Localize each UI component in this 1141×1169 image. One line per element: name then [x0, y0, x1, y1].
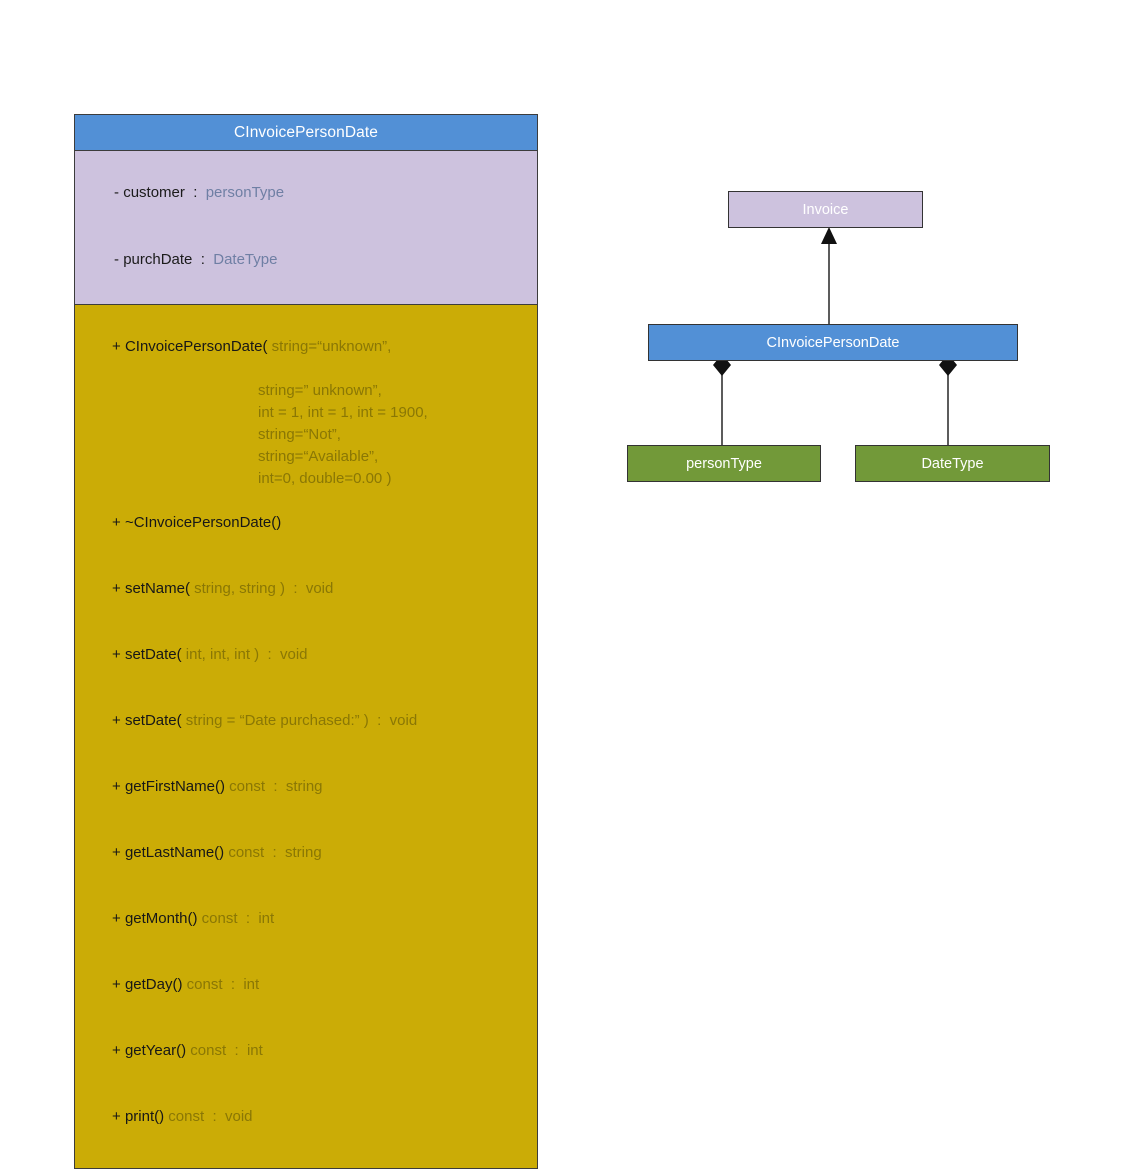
method-params: const : string: [224, 778, 323, 795]
method-signature: + ~CInvoicePersonDate(): [112, 514, 282, 531]
method-params: const : int: [197, 910, 275, 927]
method-params: int, int, int ) : void: [181, 646, 308, 663]
method-row: + setDate( string = “Date purchased:” ) …: [87, 688, 537, 754]
method-continuation: string=“Available”,: [258, 448, 379, 465]
attribute-row: - customer : personType: [89, 159, 537, 227]
method-row: + getYear() const : int: [87, 1018, 537, 1084]
node-cinvoicepersondate: CInvoicePersonDate: [648, 324, 1018, 361]
attribute-separator: :: [184, 183, 206, 201]
attribute-separator: :: [192, 251, 214, 268]
method-row: + getDay() const : int: [87, 952, 537, 1018]
method-signature: + getFirstName(): [112, 778, 225, 795]
generalization-arrowhead-icon: [821, 227, 837, 244]
method-signature: + setName(: [112, 580, 190, 597]
method-params: const : void: [164, 1108, 253, 1125]
method-params: const : string: [224, 844, 322, 861]
method-signature: + getDay(): [112, 976, 183, 993]
method-signature: + CInvoicePersonDate(: [112, 338, 268, 355]
method-row: + ~CInvoicePersonDate(): [87, 490, 537, 556]
method-continuation: int = 1, int = 1, int = 1900,: [258, 404, 428, 421]
method-continuation: string=“Not”,: [258, 426, 341, 443]
method-continuation: int=0, double=0.00 ): [258, 470, 392, 487]
attribute-name: customer: [123, 183, 185, 201]
method-row: + setDate( int, int, int ) : void: [87, 622, 537, 688]
node-persontype: personType: [627, 445, 821, 482]
attribute-type: personType: [205, 183, 285, 201]
method-signature: + setDate(: [112, 712, 182, 729]
method-signature: + getLastName(): [112, 844, 225, 861]
class-attributes-compartment: - customer : personType - purchDate : Da…: [75, 151, 537, 305]
method-continuation: string=” unknown”,: [258, 382, 382, 399]
method-row: + getMonth() const : int: [87, 886, 537, 952]
method-params: const : int: [186, 1042, 263, 1059]
class-card-cinvoicepersondate: CInvoicePersonDate - customer : personTy…: [74, 114, 538, 1169]
method-row: + getFirstName() const : string: [87, 754, 537, 820]
method-signature: + setDate(: [112, 646, 182, 663]
method-signature: + print(): [112, 1108, 165, 1125]
attribute-visibility: -: [114, 183, 120, 201]
method-row: + setName( string, string ) : void: [87, 556, 537, 622]
class-name-header: CInvoicePersonDate: [75, 115, 537, 151]
method-signature: + getYear(): [112, 1042, 187, 1059]
method-params: string=“unknown”,: [267, 338, 392, 355]
method-row: + CInvoicePersonDate( string=“unknown”,: [87, 314, 537, 380]
method-row: + print() const : void: [87, 1084, 537, 1150]
method-params: string = “Date purchased:” ) : void: [181, 712, 418, 729]
method-params: string, string ) : void: [189, 580, 334, 597]
class-methods-compartment: + CInvoicePersonDate( string=“unknown”, …: [75, 305, 537, 1168]
attribute-type: DateType: [213, 251, 278, 268]
node-invoice: Invoice: [728, 191, 923, 228]
attribute-visibility: -: [114, 251, 120, 268]
method-signature: + getMonth(): [112, 910, 198, 927]
node-datetype: DateType: [855, 445, 1050, 482]
attribute-name: purchDate: [123, 251, 193, 268]
method-row: + getLastName() const : string: [87, 820, 537, 886]
method-params: const : int: [182, 976, 260, 993]
attribute-row: - purchDate : DateType: [89, 227, 537, 295]
